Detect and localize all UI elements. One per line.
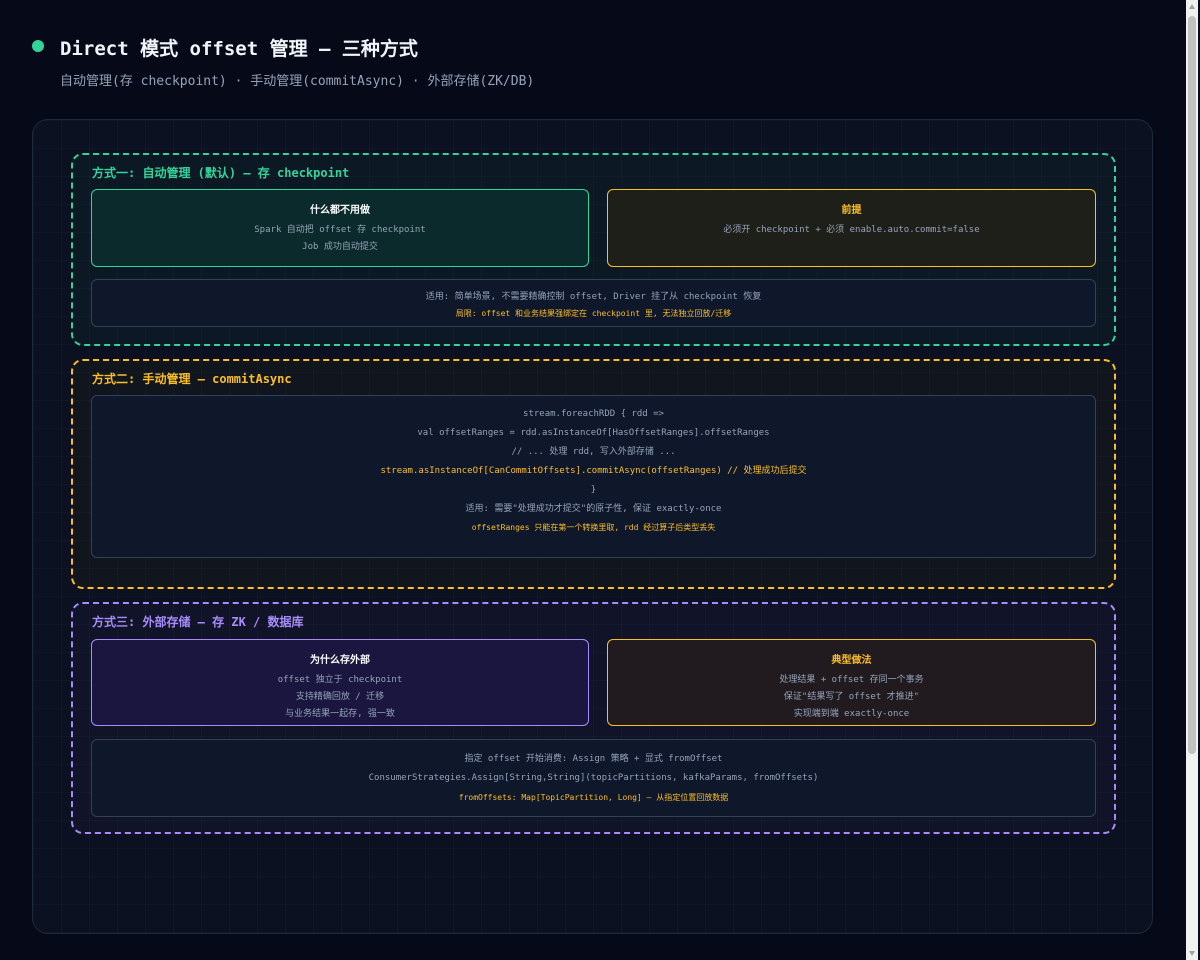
code-line: stream.foreachRDD { rdd => (523, 409, 664, 419)
section-title: 方式二: 手动管理 — commitAsync (92, 372, 292, 386)
box-title: 前提 (841, 205, 862, 216)
scroll-down-arrow-icon[interactable] (1189, 951, 1195, 956)
page-scrollbar[interactable] (1186, 0, 1198, 960)
usage-text: 适用: 需要"处理成功才提交"的原子性, 保证 exactly-once (465, 504, 722, 514)
diagram-panel: 方式一: 自动管理 (默认) — 存 checkpoint 什么都不用做 Spa… (32, 119, 1153, 934)
usage-text: 适用: 简单场景, 不需要精确控制 offset, Driver 挂了从 che… (425, 292, 762, 302)
box-line: 实现端到端 exactly-once (793, 709, 910, 719)
code-line-highlight: stream.asInstanceOf[CanCommitOffsets].co… (380, 466, 807, 476)
box-line: 保证"结果写了 offset 才推进" (783, 692, 920, 702)
code-line: // ... 处理 rdd, 写入外部存储 ... (511, 447, 676, 457)
page-subtitle: 自动管理(存 checkpoint) · 手动管理(commitAsync) ·… (60, 74, 535, 89)
scrollbar-thumb[interactable] (1188, 16, 1196, 754)
section-title: 方式一: 自动管理 (默认) — 存 checkpoint (92, 166, 350, 180)
box-line: offset 独立于 checkpoint (277, 675, 403, 685)
commit-code-box: stream.foreachRDD { rdd => val offsetRan… (91, 395, 1096, 558)
external-practice-box: 典型做法 处理结果 + offset 存同一个事务 保证"结果写了 offset… (607, 639, 1096, 726)
box-line: Job 成功自动提交 (302, 242, 378, 252)
page-title: Direct 模式 offset 管理 — 三种方式 (60, 38, 418, 60)
auto-usage-box: 适用: 简单场景, 不需要精确控制 offset, Driver 挂了从 che… (91, 279, 1096, 327)
box-line: 必须开 checkpoint + 必须 enable.auto.commit=f… (723, 225, 980, 235)
assign-code: ConsumerStrategies.Assign[String,String]… (368, 773, 819, 783)
assign-highlight: fromOffsets: Map[TopicPartition, Long] —… (458, 793, 729, 802)
limitation-text: offsetRanges 只能在第一个转换里取, rdd 经过算子后类型丢失 (471, 523, 716, 532)
box-line: Spark 自动把 offset 存 checkpoint (254, 225, 426, 235)
section-external-storage: 方式三: 外部存储 — 存 ZK / 数据库 为什么存外部 offset 独立于… (71, 602, 1116, 834)
limitation-text: 局限: offset 和业务结果强绑定在 checkpoint 里, 无法独立回… (455, 309, 732, 318)
auto-nothing-box: 什么都不用做 Spark 自动把 offset 存 checkpoint Job… (91, 189, 589, 267)
box-title: 为什么存外部 (310, 655, 370, 666)
external-why-box: 为什么存外部 offset 独立于 checkpoint 支持精确回放 / 迁移… (91, 639, 589, 726)
box-title: 典型做法 (831, 655, 872, 666)
box-line: 处理结果 + offset 存同一个事务 (779, 675, 924, 685)
box-line: 支持精确回放 / 迁移 (295, 692, 385, 702)
external-assign-box: 指定 offset 开始消费: Assign 策略 + 显式 fromOffse… (91, 739, 1096, 817)
section-manual-commit: 方式二: 手动管理 — commitAsync stream.foreachRD… (71, 359, 1116, 589)
section-title: 方式三: 外部存储 — 存 ZK / 数据库 (92, 615, 304, 629)
box-title: 什么都不用做 (310, 205, 370, 216)
box-line: 与业务结果一起存, 强一致 (285, 709, 395, 719)
code-line: } (590, 485, 597, 495)
status-dot-icon (32, 40, 44, 52)
assign-text: 指定 offset 开始消费: Assign 策略 + 显式 fromOffse… (464, 754, 723, 764)
auto-prerequisite-box: 前提 必须开 checkpoint + 必须 enable.auto.commi… (607, 189, 1096, 267)
code-line: val offsetRanges = rdd.asInstanceOf[HasO… (417, 428, 770, 438)
scroll-up-arrow-icon[interactable] (1189, 4, 1195, 9)
section-auto-management: 方式一: 自动管理 (默认) — 存 checkpoint 什么都不用做 Spa… (71, 153, 1116, 346)
